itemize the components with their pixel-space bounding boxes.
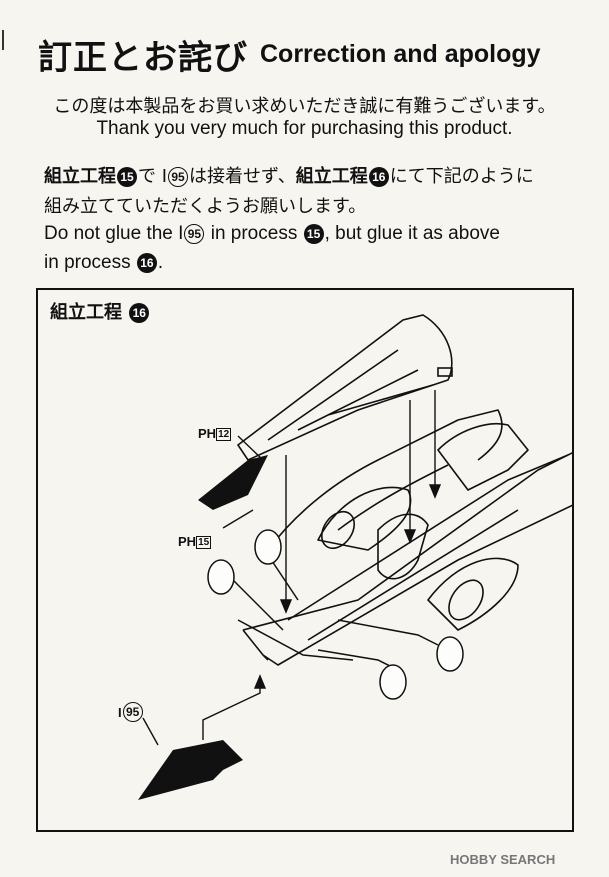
label-prefix: I (118, 705, 122, 720)
chassis-rail (287, 454, 569, 641)
arrow-ph12-head (279, 599, 293, 614)
side-pod-left (317, 486, 412, 551)
engine-cover (437, 423, 529, 491)
watermark: HOBBY SEARCH (450, 852, 556, 867)
rear-body (267, 409, 503, 551)
text: , but glue it as above (324, 223, 500, 244)
intake-right (448, 579, 484, 621)
instruction-jp-line-2: 組み立てていただくようお願いします。 (44, 196, 367, 217)
arrow-right-head (428, 484, 442, 499)
leader-i95 (142, 717, 159, 746)
title-japanese: 訂正とお詫び (38, 38, 248, 78)
label-number: 12 (216, 428, 232, 441)
wheel-front-1 (207, 559, 235, 595)
step-ref-text: 組立工程 (44, 166, 116, 187)
side-pod-right (427, 557, 519, 631)
cockpit-seat (377, 513, 429, 580)
susp-link (267, 554, 299, 601)
text: にて下記のように (389, 166, 534, 187)
step-number-badge: 15 (303, 224, 324, 244)
label-prefix: PH (198, 426, 217, 441)
step-number-badge: 16 (368, 167, 389, 187)
step-number-badge: 16 (136, 253, 157, 273)
leader-ph15 (222, 509, 254, 529)
thanks-english: Thank you very much for purchasing this … (96, 118, 513, 139)
nose-underside-black (198, 455, 268, 510)
part-letter: I (178, 223, 184, 244)
text: は接着せず、 (189, 166, 296, 187)
text: in process (44, 252, 131, 273)
label-number: 15 (196, 536, 212, 549)
instruction-en-line-2: in process 16. (44, 252, 163, 274)
diagram-step-label: 組立工程 16 (50, 298, 150, 324)
label-number: 95 (122, 702, 143, 722)
title-row: 訂正とお詫び Correction and apology (38, 30, 598, 78)
wheel-rear-1 (379, 664, 407, 700)
diagram-frame (36, 288, 574, 832)
thanks-japanese: この度は本製品をお買い求めいただき誠に有難うございます。 (53, 96, 556, 117)
title-english: Correction and apology (260, 40, 541, 68)
leader-ph12 (237, 435, 264, 461)
part-number-badge: 95 (184, 224, 205, 244)
step-number-badge: 15 (117, 167, 137, 187)
assembly-illustration (138, 314, 572, 800)
arrow-center-head (403, 529, 417, 544)
part-i95-black (138, 740, 243, 800)
text: で (138, 166, 156, 187)
nose-detail (267, 349, 434, 441)
text: in process (210, 223, 298, 244)
wheel-front-2 (254, 529, 282, 565)
arrow-i95-path (202, 685, 261, 740)
text: . (157, 252, 164, 273)
part-number-badge: 95 (168, 167, 189, 187)
label-prefix: PH (178, 534, 197, 549)
page-edge-mark (2, 30, 4, 50)
step-ref-text: 組立工程 (295, 166, 368, 187)
text: Do not glue the (44, 223, 173, 244)
nose-tab (437, 367, 453, 377)
step-label-text: 組立工程 (50, 302, 122, 323)
rear-arm-1 (337, 619, 439, 646)
front-arm-upper (237, 619, 354, 661)
wheel-rear-2 (436, 636, 464, 672)
intake-left (320, 510, 356, 550)
part-letter: I (161, 166, 168, 187)
step-number-badge: 16 (129, 303, 150, 323)
arrow-i95-head (253, 674, 267, 689)
